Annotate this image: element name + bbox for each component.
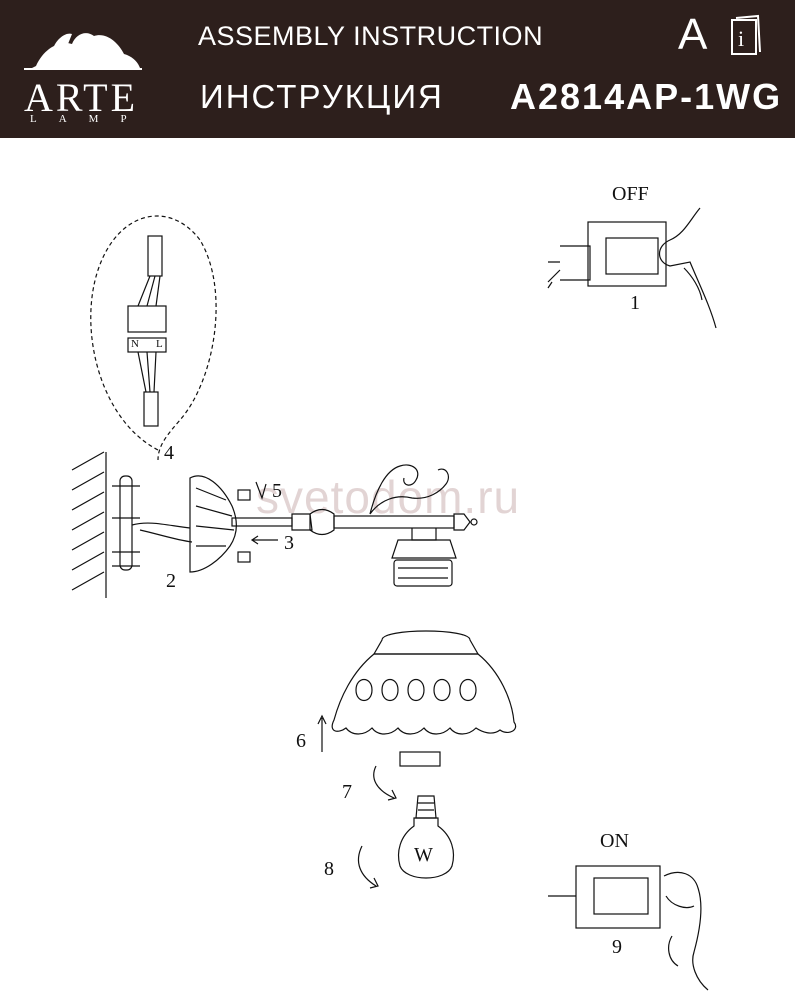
title-russian: ИНСТРУКЦИЯ	[200, 78, 444, 115]
step-7-label: 7	[342, 781, 352, 803]
cap-nut-top	[237, 489, 251, 501]
step-8-label: 8	[324, 858, 334, 880]
cap-nut-bottom	[237, 551, 251, 563]
shade-top	[372, 630, 480, 655]
info-letter: i	[738, 26, 744, 51]
step-3-label: 3	[284, 532, 294, 554]
switch-off-cables	[547, 261, 561, 289]
hand-off-icon	[658, 207, 717, 329]
shade-body	[331, 653, 517, 735]
plate-wires	[131, 522, 193, 543]
arrow-6	[317, 714, 327, 752]
switch-off-plate	[560, 245, 591, 281]
mounting-plate	[119, 475, 133, 571]
arrow-3	[250, 535, 278, 545]
switch-on-box	[575, 865, 661, 929]
switch-on-button	[593, 877, 649, 915]
step-4-label: 4	[164, 442, 174, 464]
arm-scroll-decor	[369, 464, 450, 515]
screws	[112, 485, 140, 567]
header-banner: ARTE LAMP ASSEMBLY INSTRUCTION ИНСТРУКЦИ…	[0, 0, 795, 138]
canopy	[189, 475, 237, 573]
wires-top	[137, 275, 161, 307]
step-6-label: 6	[296, 730, 306, 752]
socket-body	[393, 559, 453, 587]
step-9-label: 9	[612, 936, 622, 958]
switch-off-button	[605, 237, 659, 275]
arm-bar	[333, 515, 455, 529]
arm-tip	[470, 518, 478, 526]
spring-clip	[255, 481, 267, 500]
title-english: ASSEMBLY INSTRUCTION	[198, 21, 544, 51]
canopy-decor	[195, 487, 235, 547]
socket-holder	[411, 528, 437, 541]
step-2-label: 2	[166, 570, 176, 592]
cable-bottom	[143, 391, 159, 427]
label-off: OFF	[612, 183, 649, 205]
hand-on-icon	[663, 871, 709, 991]
bulb-w-label: W	[414, 844, 433, 866]
wires-bottom	[137, 351, 157, 393]
bulb-base	[415, 795, 437, 819]
step-5-label: 5	[272, 480, 282, 502]
socket-top	[391, 539, 457, 559]
shade-leaves	[355, 678, 477, 702]
cable-top	[147, 235, 163, 277]
rotate-arrow-8	[357, 845, 379, 889]
switch-off-box	[587, 221, 667, 287]
brand-name: ARTE	[24, 75, 139, 120]
model-number: A2814AP-1WG	[510, 76, 783, 117]
wiring-detail-balloon	[90, 215, 217, 461]
terminal-block	[127, 305, 167, 333]
arm-collar	[291, 513, 313, 531]
info-book-icon: i	[731, 14, 761, 55]
step-1-label: 1	[630, 292, 640, 314]
arm-end	[453, 513, 471, 531]
arm-knob	[309, 508, 335, 536]
terminal-n-label: N	[131, 338, 139, 350]
griffin-logo-icon	[24, 33, 142, 70]
assembly-diagram	[71, 207, 717, 991]
socket-decor	[398, 567, 448, 579]
shade-ring	[399, 751, 441, 767]
bulb-glass	[397, 817, 455, 879]
arm-rod	[231, 517, 293, 527]
brand-subtitle: LAMP	[30, 113, 149, 125]
language-letter: A	[678, 10, 708, 59]
rotate-arrow-7	[373, 765, 397, 801]
label-on: ON	[600, 830, 629, 852]
terminal-l-label: L	[156, 338, 163, 350]
wall-hatching	[71, 451, 105, 591]
